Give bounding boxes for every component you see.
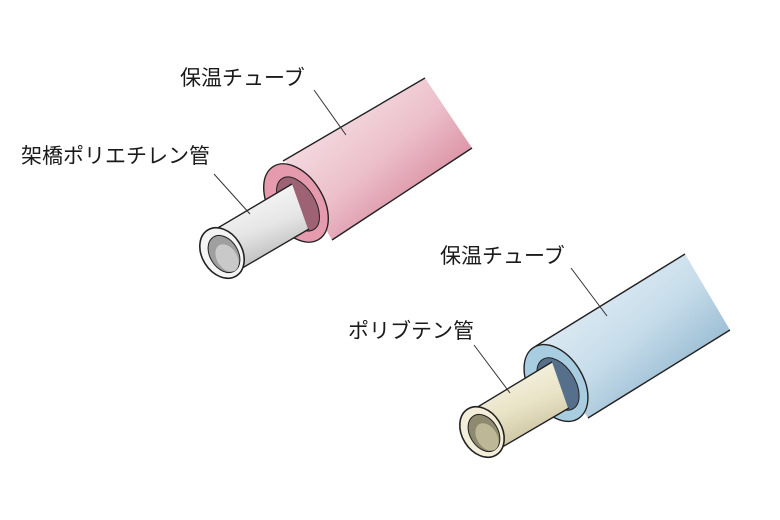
label-crosslinked-polyethylene-pipe: 架橋ポリエチレン管	[21, 144, 210, 168]
crosslinked-polyethylene-pipe	[199, 183, 310, 280]
leader-line-pipe-1	[213, 173, 251, 215]
label-polybutene-pipe: ポリブテン管	[348, 319, 474, 343]
polybutene-pipe	[459, 361, 570, 459]
leader-line-pipe-2	[473, 344, 511, 394]
label-insulation-tube-1: 保温チューブ	[180, 66, 305, 90]
label-insulation-tube-2: 保温チューブ	[440, 244, 565, 268]
leader-line-tube-2	[570, 267, 608, 317]
leader-line-tube-1	[313, 89, 347, 136]
